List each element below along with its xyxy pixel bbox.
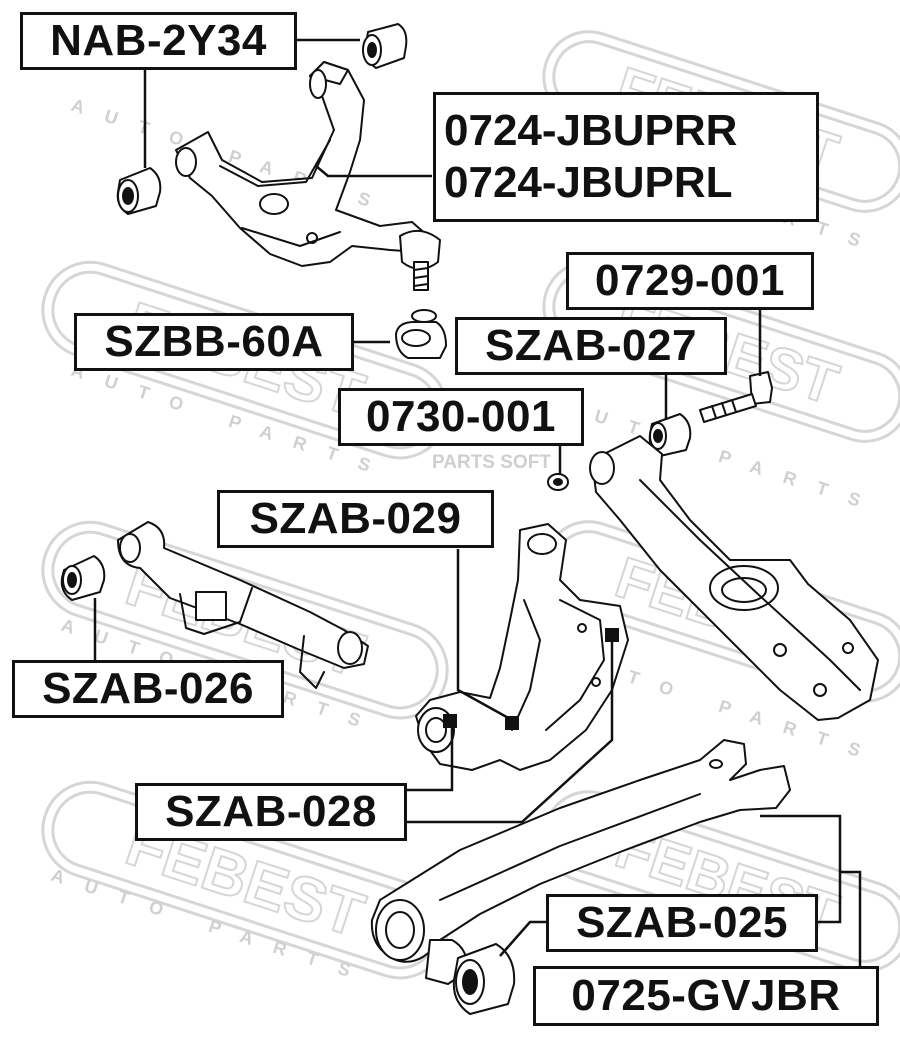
anchor-marker (443, 714, 457, 728)
lateral-arm (60, 521, 369, 689)
bushing-nab-2y34-left (116, 167, 162, 215)
part-label-szab-026[interactable]: SZAB-026 (12, 660, 284, 718)
part-label-nab-2y34[interactable]: NAB-2Y34 (20, 12, 297, 70)
dust-boot (395, 309, 447, 359)
knuckle (415, 523, 629, 771)
anchor-marker (505, 716, 519, 730)
anchor-marker (605, 628, 619, 642)
anchor-markers (443, 628, 619, 730)
part-label-szab-029[interactable]: SZAB-029 (217, 490, 494, 548)
part-label-szab-028[interactable]: SZAB-028 (135, 783, 407, 841)
parts-layer (60, 23, 879, 1015)
ball-joint (399, 229, 441, 291)
bolt-0729-001 (699, 371, 773, 423)
part-label-szbb-60a[interactable]: SZBB-60A (74, 313, 354, 371)
bushing-nab-2y34-top (362, 23, 408, 69)
upper-control-arm (175, 61, 429, 267)
trailing-arm (370, 739, 791, 985)
part-label-0730-001[interactable]: 0730-001 (338, 388, 584, 446)
leader-lines (93, 38, 862, 1008)
part-label-0724-jbuprr[interactable]: 0724-JBUPRR (444, 106, 738, 155)
part-label-0724-jbuprl[interactable]: 0724-JBUPRL (444, 158, 733, 207)
bushing-szab-027 (648, 413, 692, 457)
watermark-source: PARTS SOFT (432, 452, 551, 473)
part-label-szab-027[interactable]: SZAB-027 (455, 317, 727, 375)
part-label-0724-group[interactable]: 0724-JBUPRR 0724-JBUPRL (433, 92, 819, 222)
part-label-szab-025[interactable]: SZAB-025 (546, 894, 818, 952)
part-label-0729-001[interactable]: 0729-001 (566, 252, 814, 310)
part-label-0725-gvjbr[interactable]: 0725-GVJBR (533, 966, 879, 1026)
washer-0730-001 (547, 473, 569, 491)
lower-control-arm (589, 435, 879, 721)
